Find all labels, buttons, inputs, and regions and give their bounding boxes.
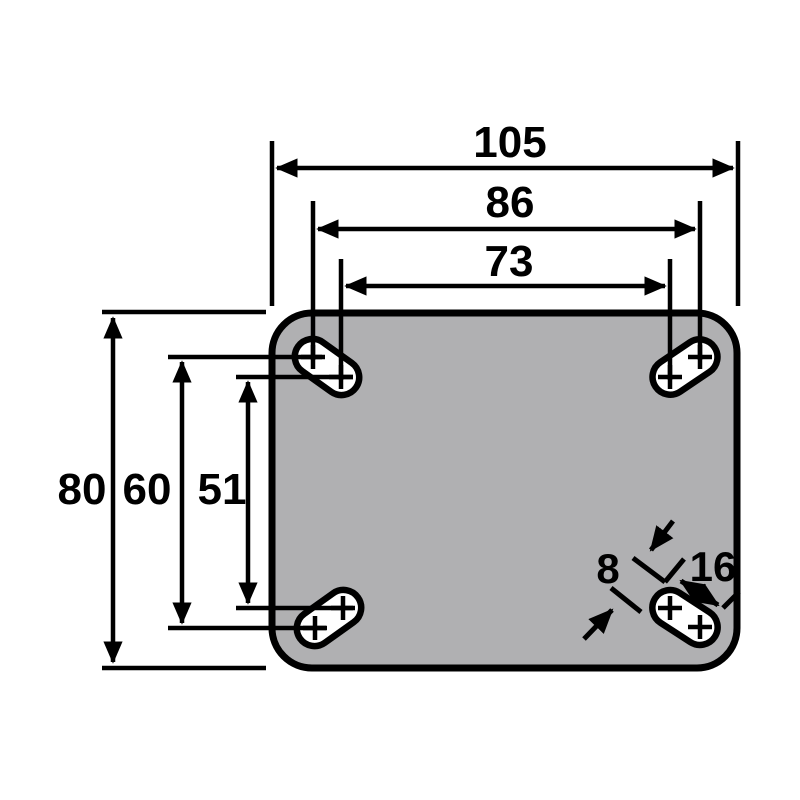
dimension-overall-width: 105 [269,118,741,306]
dimension-label: 8 [596,545,619,592]
dimension-label: 60 [123,465,172,514]
dimension-label: 73 [485,237,534,286]
slot-crosshairs [301,345,712,640]
dimension-hole-spacing-narrow: 73 [338,237,673,380]
crosshair [303,616,327,640]
tick-line [663,557,686,584]
tick-line [721,590,741,610]
crosshair [329,365,353,389]
leader-arrow [649,519,675,552]
crosshair [658,365,682,389]
crosshair [688,615,712,639]
dimension-arrow-line [679,578,720,608]
dimension-label: 105 [473,118,546,167]
dimension-label: 80 [58,465,107,514]
dimension-slot-width: 8 [582,519,675,641]
dimension-label: 86 [486,178,535,227]
mounting-plate [268,309,741,672]
dimension-hole-spacing-wide: 86 [310,178,703,360]
dimension-hole-spacing-short: 51 [198,374,353,611]
leader-arrow [582,608,614,641]
crosshair [658,596,682,620]
dimension-label: 16 [690,543,737,590]
crosshair [331,596,355,620]
dimension-hole-spacing-tall: 60 [123,354,326,631]
dimension-slot-length: 16 [663,543,741,610]
dimension-overall-height: 80 [58,309,266,671]
tick-line [631,556,667,584]
crosshair [301,345,325,369]
dimension-label: 51 [198,465,247,514]
crosshair [688,345,712,369]
tick-line [609,586,643,614]
